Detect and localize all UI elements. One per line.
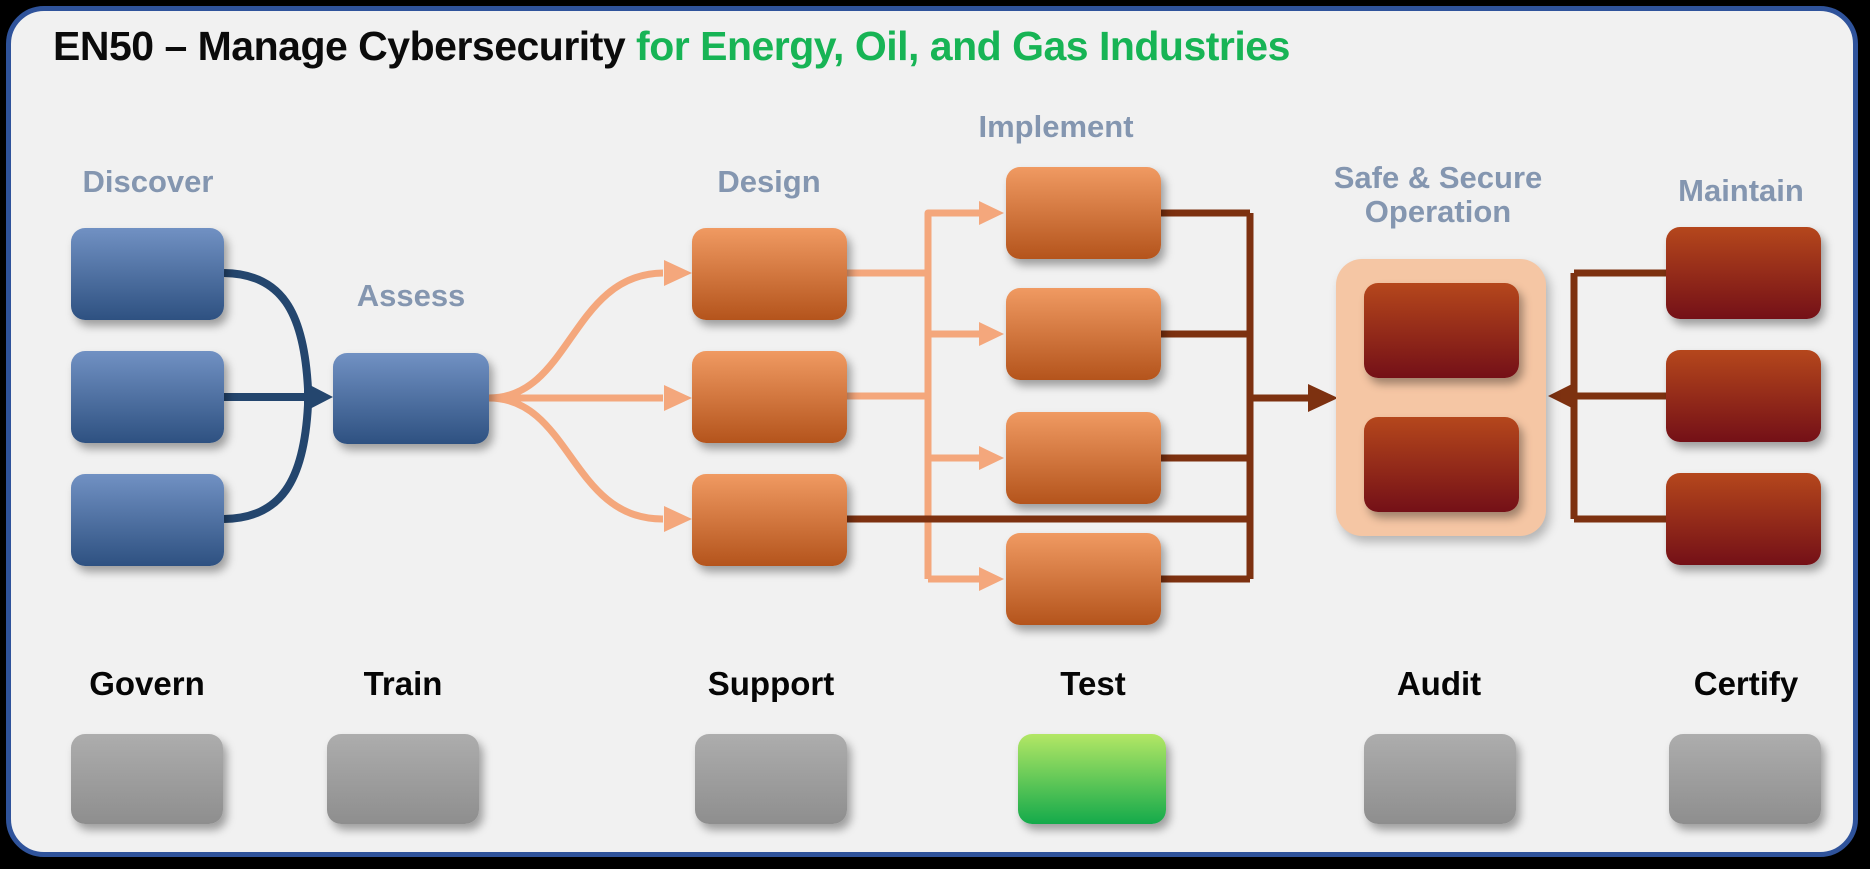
slide-panel: EN50 – Manage Cybersecurity for Energy, … (6, 6, 1858, 857)
stage-label-maintain: Maintain (1678, 173, 1804, 208)
bottom-label-support: Support (707, 665, 835, 702)
stage-label-design: Design (717, 164, 821, 199)
discover-box-3 (71, 474, 224, 566)
bottom-label-test: Test (1060, 665, 1126, 702)
bottom-label-audit: Audit (1396, 665, 1482, 702)
design-box-1 (692, 228, 847, 320)
implement-box-4 (1006, 533, 1161, 625)
operation-box-2 (1364, 417, 1519, 512)
connector-discover3-to-assess (223, 404, 312, 523)
bottom-label-train: Train (363, 665, 443, 702)
connector-assess-to-design1 (488, 269, 664, 402)
train-box (327, 734, 479, 824)
design-implement-bus (924, 209, 981, 579)
discover-box-2 (71, 351, 224, 443)
stage-label-operation: Safe & Secure Operation (1333, 160, 1543, 230)
audit-box (1364, 734, 1516, 824)
arrowhead-design2 (664, 385, 692, 411)
title-prefix: EN50 – Manage Cybersecurity (53, 23, 637, 69)
bottom-label-govern: Govern (89, 665, 205, 702)
connector-layer (223, 201, 1666, 591)
title-highlight: for Energy, Oil, and Gas Industries (636, 23, 1290, 69)
maintain-box-1 (1666, 227, 1821, 319)
maintain-box-2 (1666, 350, 1821, 442)
stage-label-assess: Assess (356, 278, 466, 313)
assess-box (333, 353, 489, 444)
arrowhead-implement2 (979, 322, 1004, 346)
implement-box-2 (1006, 288, 1161, 380)
arrowhead-design3 (664, 506, 692, 532)
arrowhead-design1 (664, 260, 692, 286)
arrowhead-operation-right (1548, 382, 1576, 410)
slide-title: EN50 – Manage Cybersecurity for Energy, … (53, 23, 1290, 70)
stage-label-discover: Discover (82, 164, 214, 199)
arrowhead-implement1 (979, 201, 1004, 225)
operation-box-1 (1364, 283, 1519, 378)
bottom-label-certify: Certify (1693, 665, 1799, 702)
certify-box (1669, 734, 1821, 824)
support-box (695, 734, 847, 824)
test-box (1018, 734, 1166, 824)
implement-box-3 (1006, 412, 1161, 504)
govern-box (71, 734, 223, 824)
arrowhead-implement4 (979, 567, 1004, 591)
implement-box-1 (1006, 167, 1161, 259)
design-box-3 (692, 474, 847, 566)
discover-box-1 (71, 228, 224, 320)
connector-discover1-to-assess (223, 269, 312, 390)
maintain-box-3 (1666, 473, 1821, 565)
arrowhead-implement3 (979, 446, 1004, 470)
connector-assess-to-design3 (488, 394, 664, 523)
arrowhead-operation-left (1308, 384, 1338, 412)
design-box-2 (692, 351, 847, 443)
stage-label-implement: Implement (978, 109, 1134, 144)
arrowhead-assess (304, 382, 333, 412)
